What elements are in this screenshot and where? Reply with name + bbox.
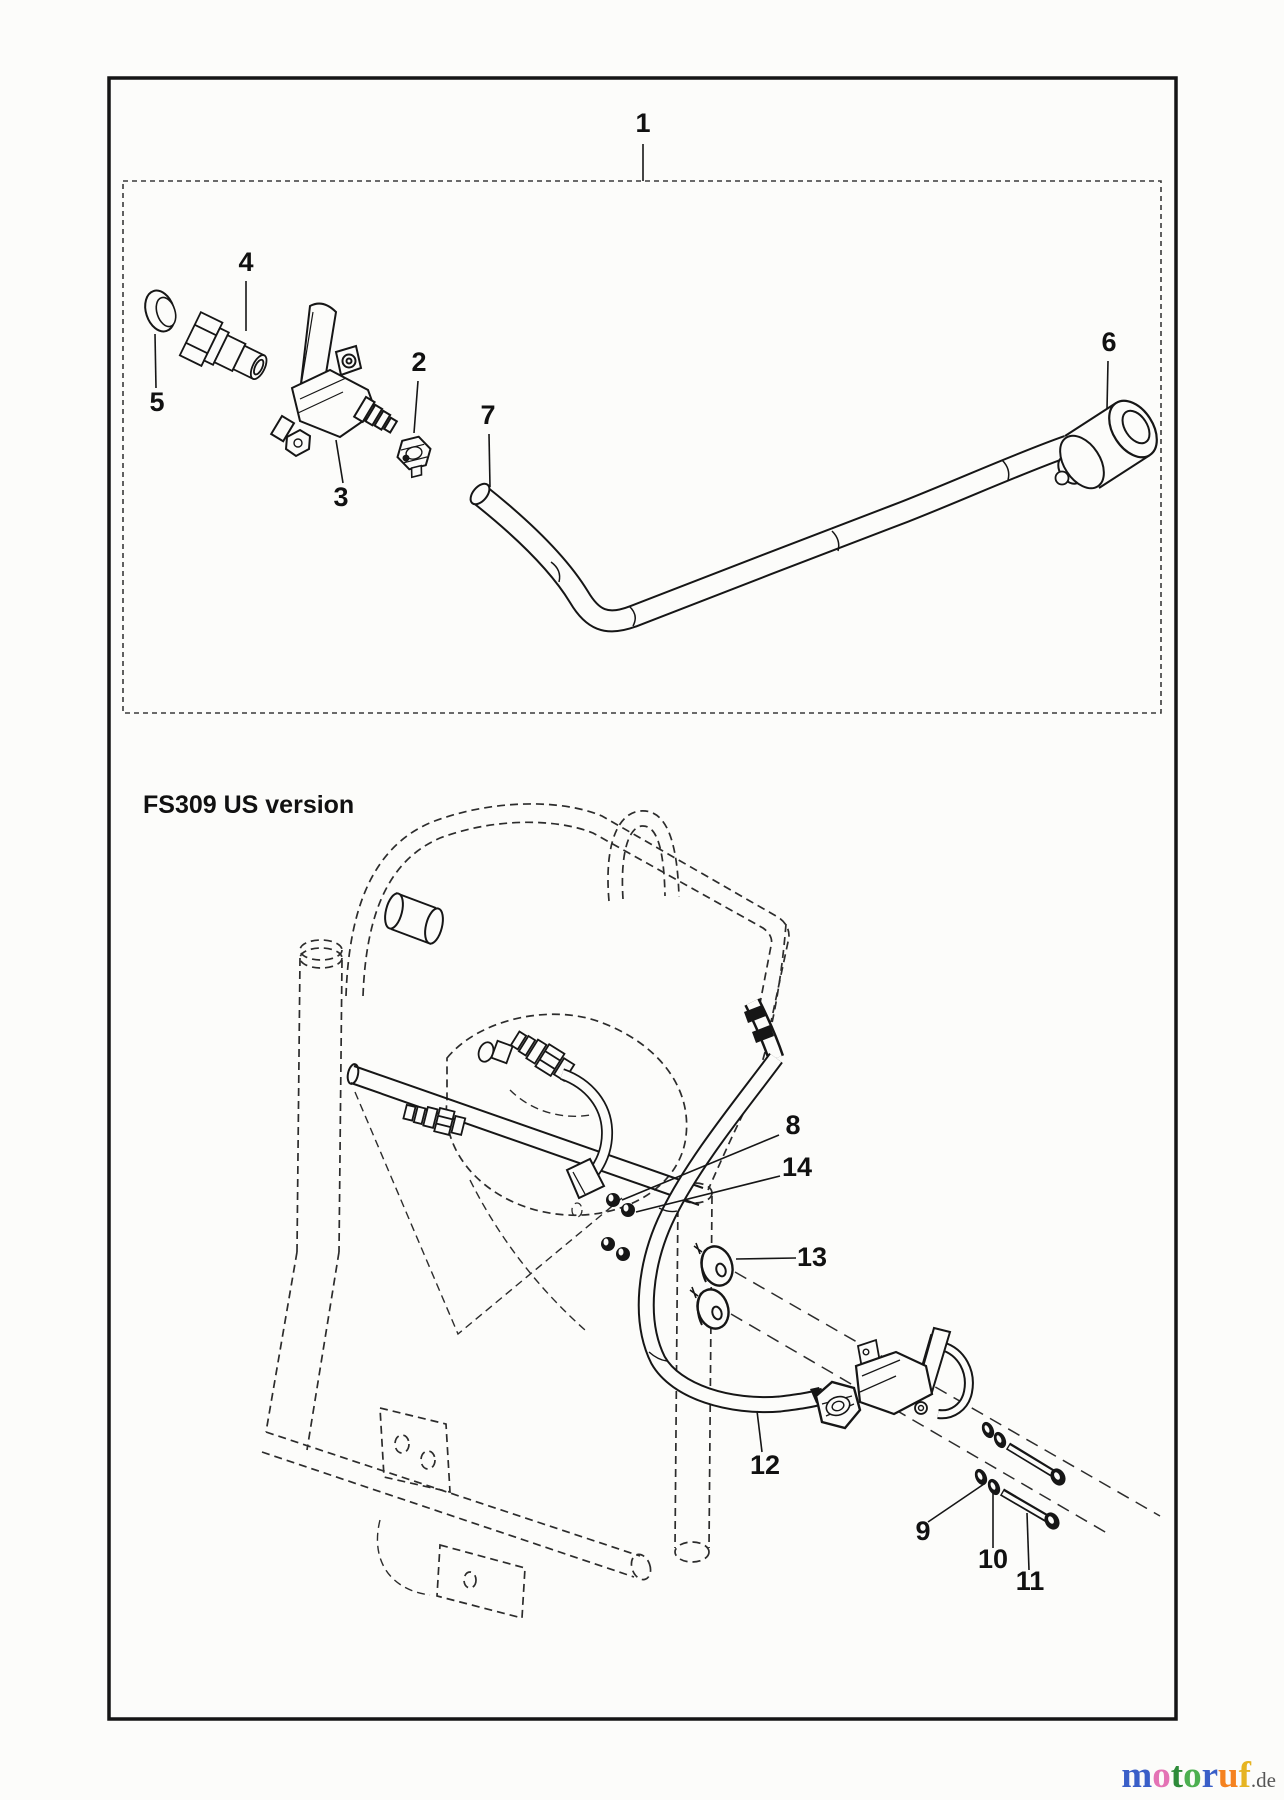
hose-seam	[831, 530, 840, 552]
callout-9: 9	[915, 1516, 930, 1546]
frame-top-loop-inner	[362, 821, 773, 1020]
callout-leader-11	[1026, 1512, 1030, 1571]
logo-letter: f	[1238, 1755, 1251, 1796]
callout-leader-3	[335, 439, 344, 484]
hose-seam	[1001, 459, 1010, 481]
callout-leader-13	[735, 1257, 797, 1260]
hose-clamp	[752, 1025, 774, 1043]
kit-ball-valve	[814, 1326, 974, 1430]
callout-11: 11	[1016, 1566, 1045, 1596]
logo-letter: t	[1170, 1755, 1184, 1796]
callout-3: 3	[333, 482, 348, 512]
callout-5: 5	[149, 387, 164, 417]
part-6-fitting	[1054, 399, 1158, 490]
callout-8: 8	[785, 1110, 800, 1140]
callout-leader-12	[756, 1410, 763, 1453]
frame-mount-plate	[379, 1406, 451, 1494]
logo-letter: m	[1121, 1755, 1153, 1796]
callout-leader-6	[1106, 360, 1109, 410]
logo-letter: r	[1201, 1755, 1219, 1796]
part-7-hose	[469, 435, 1072, 633]
hose-seam	[628, 605, 636, 627]
frame-bail-inner	[621, 825, 666, 900]
callout-10: 10	[978, 1544, 1008, 1574]
part-9-10-washers	[974, 1421, 1007, 1496]
kit-left-fitting	[402, 1103, 467, 1136]
part-11-bolts	[999, 1442, 1066, 1530]
part-2-nut	[396, 435, 432, 479]
callout-14: 14	[782, 1152, 812, 1182]
group-box-1	[122, 180, 1162, 714]
callout-leader-2	[413, 380, 419, 434]
logo-letter: u	[1218, 1755, 1239, 1796]
callout-13: 13	[797, 1242, 827, 1272]
kit-hose-connector	[744, 998, 785, 1061]
logo-letter: o	[1152, 1755, 1171, 1796]
assembly-axis-lines	[730, 1271, 1161, 1537]
frame-right-tube	[707, 923, 787, 1191]
hose-clamp	[744, 1005, 766, 1023]
frame-left-post-cap	[299, 939, 343, 961]
callout-leader-14	[635, 1175, 781, 1213]
callout-leader-8	[621, 1134, 780, 1201]
frame-top-loop-outer	[345, 803, 790, 1023]
hose-seam	[550, 561, 561, 583]
callout-1: 1	[635, 108, 650, 138]
part-4-coupling	[178, 310, 268, 380]
frame-grip-stub	[384, 892, 444, 945]
frame-plate-triangle	[354, 1091, 623, 1336]
callout-7: 7	[480, 400, 495, 430]
motoruf-logo-letters: motoruf	[1121, 1757, 1251, 1794]
callout-4: 4	[238, 247, 253, 277]
frame-crossbar	[346, 1063, 704, 1206]
callout-leader-9	[927, 1483, 985, 1523]
part-3-ball-valve	[269, 302, 399, 458]
logo-letter: o	[1183, 1755, 1202, 1796]
motoruf-logo-suffix: .de	[1250, 1768, 1276, 1792]
kit-mount-bracket	[565, 1157, 606, 1200]
machine-frame-dashed	[261, 803, 790, 1620]
part-8-14-fasteners	[601, 1193, 635, 1261]
part-13-grommets	[689, 1242, 734, 1330]
part-5-cap	[144, 289, 177, 333]
section-title: FS309 US version	[143, 791, 354, 819]
valve-body	[854, 1350, 934, 1416]
page-border	[107, 76, 1178, 1721]
motoruf-logo: motoruf.de	[1121, 1757, 1276, 1794]
callout-leader-7	[488, 433, 491, 488]
frame-bottom-bracket	[436, 1543, 526, 1620]
callout-2: 2	[411, 347, 426, 377]
callout-leader-5	[154, 333, 157, 389]
callout-12: 12	[750, 1450, 780, 1480]
frame-bail-outer	[607, 810, 680, 902]
callout-6: 6	[1101, 327, 1116, 357]
